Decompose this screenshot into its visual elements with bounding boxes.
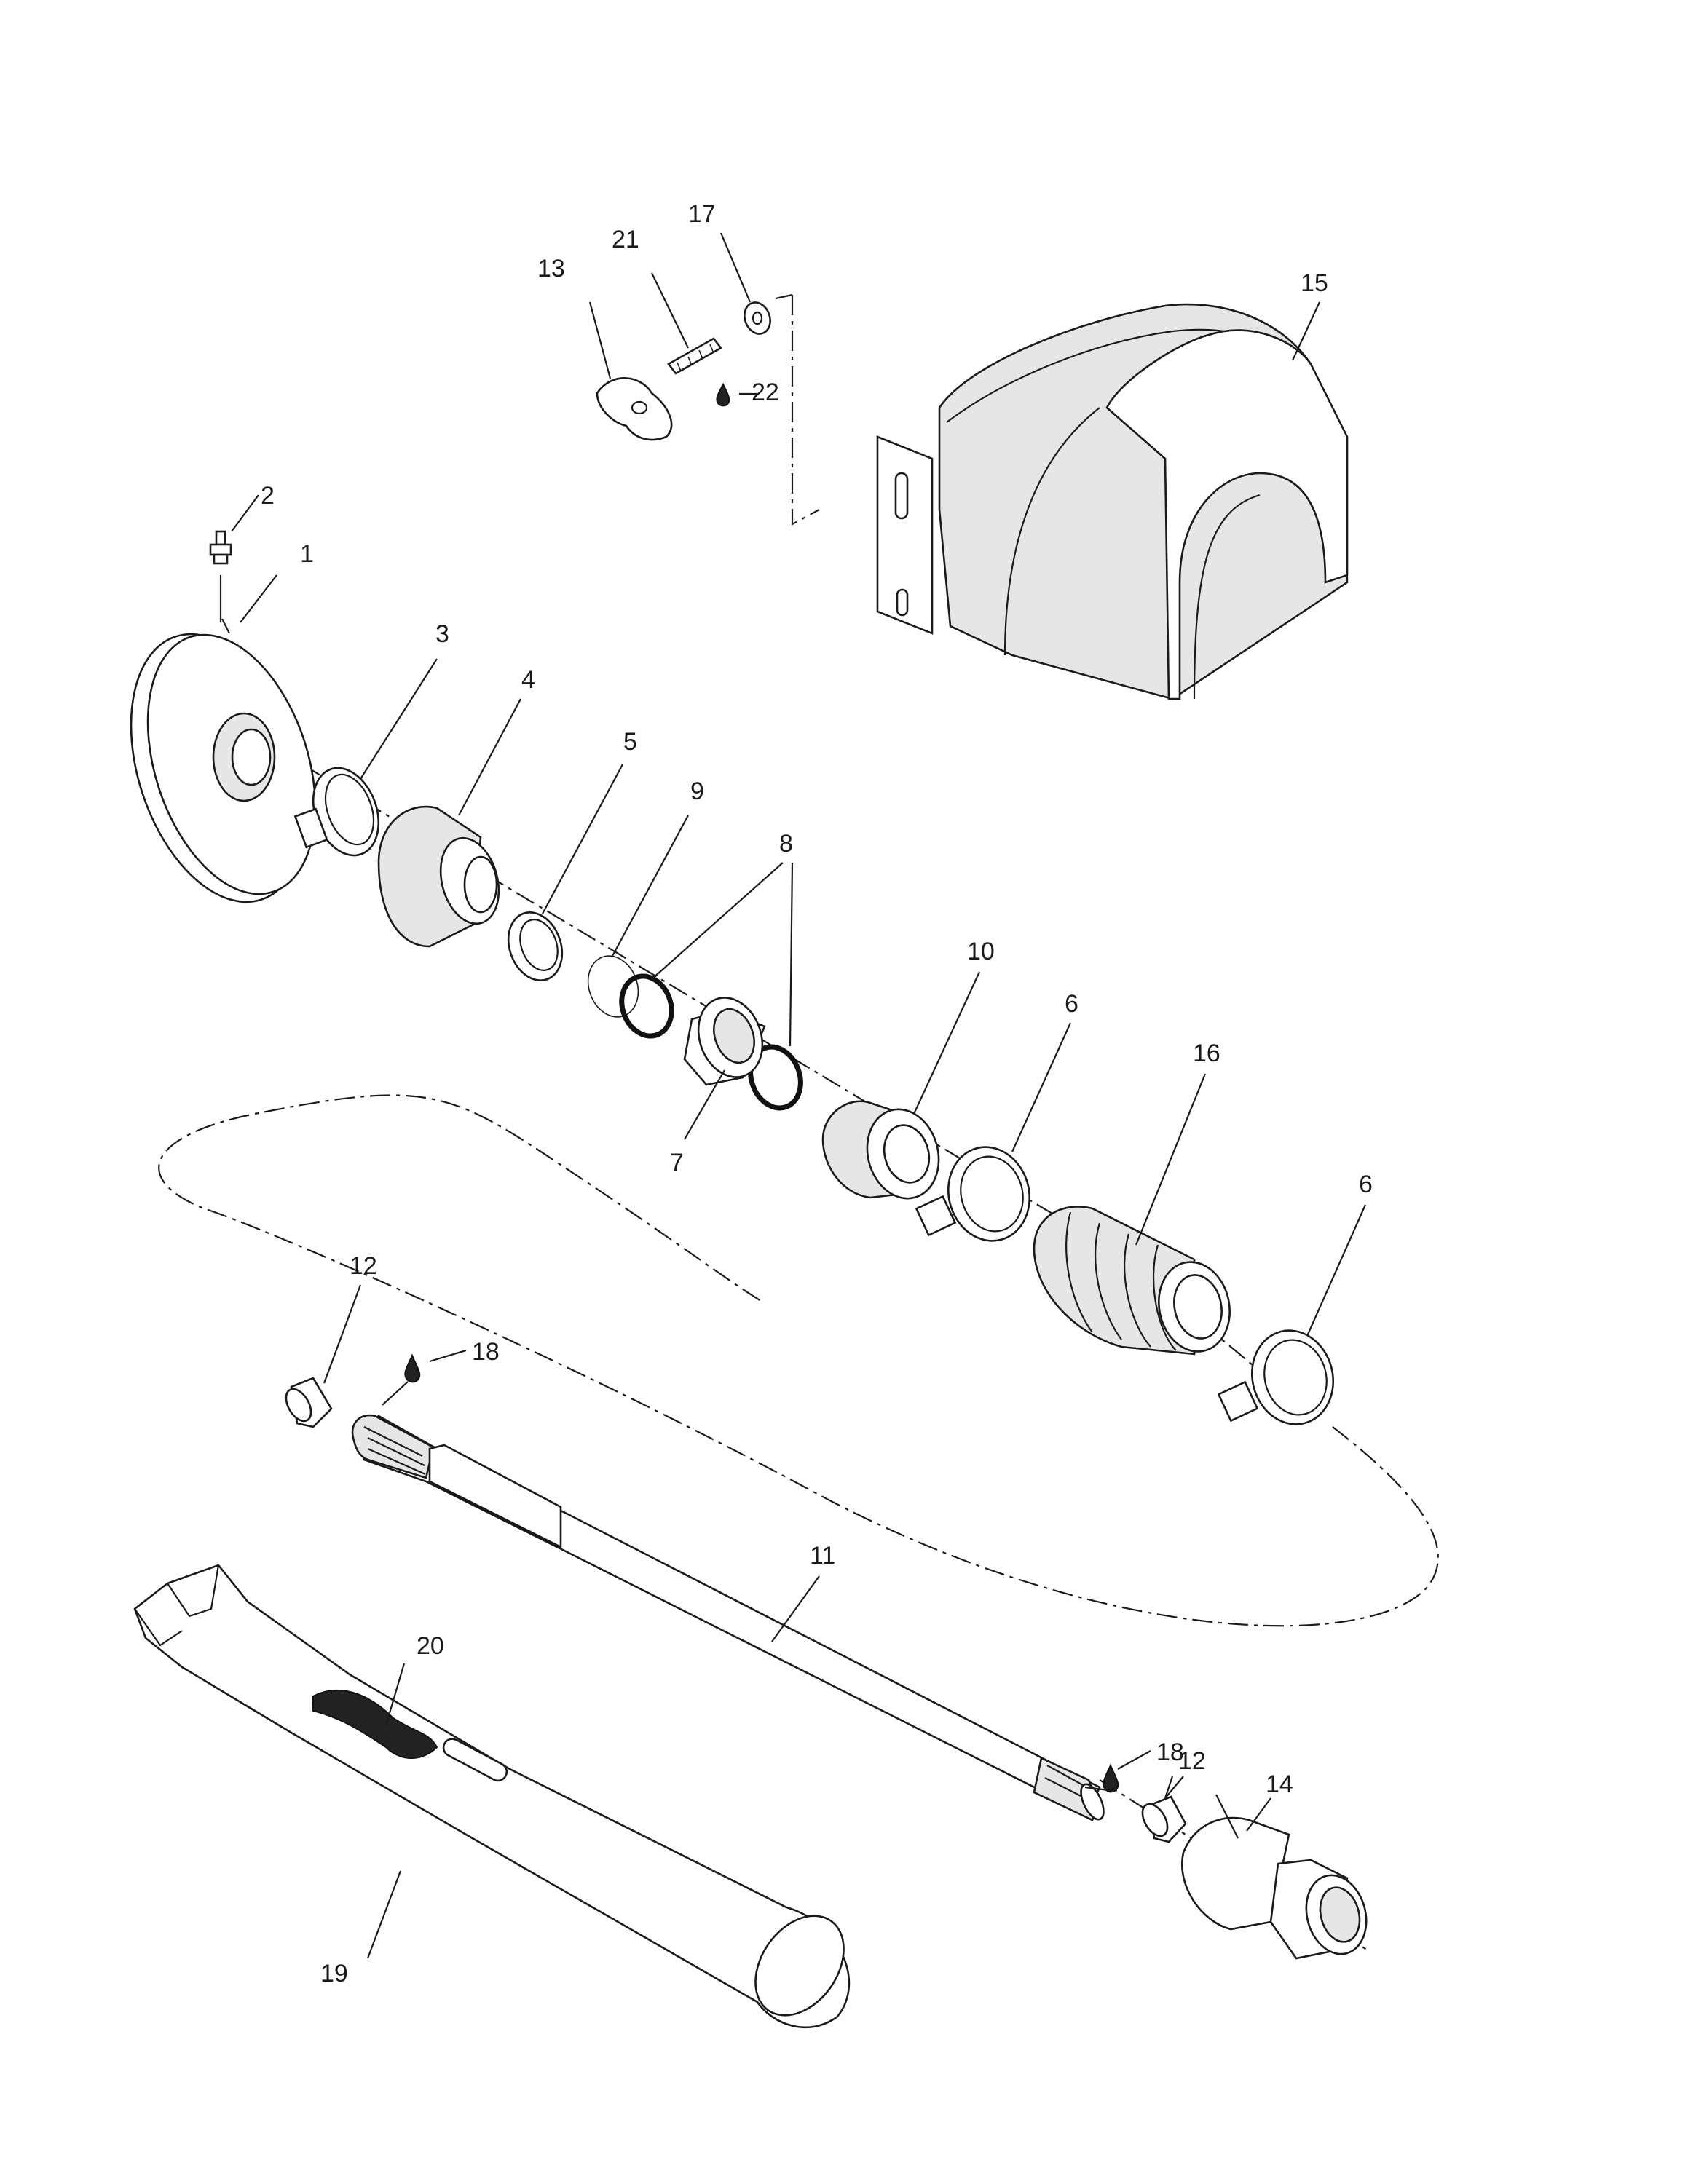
callout-18a: 18 (472, 1338, 500, 1366)
callout-21: 21 (612, 226, 639, 253)
callout-8: 8 (779, 830, 793, 858)
part-1-pulley-disc (130, 633, 317, 903)
callout-9: 9 (690, 778, 704, 805)
part-3-clamp (293, 767, 380, 857)
part-6-hose-clamp-a (915, 1146, 1031, 1242)
part-11-drive-shaft (351, 1414, 1105, 1821)
callout-12a: 12 (350, 1252, 377, 1280)
callout-5: 5 (623, 728, 637, 756)
part-5-small-clamp (507, 911, 564, 981)
part-4-coupling (377, 805, 500, 948)
callout-11: 11 (810, 1542, 835, 1570)
callout-labels: 1 2 3 4 5 6 6 7 8 9 10 11 12 12 13 14 15… (261, 200, 1373, 1987)
callout-14: 14 (1266, 1770, 1293, 1798)
part-17-washer (744, 293, 793, 335)
callout-13: 13 (537, 255, 565, 282)
part-13-wing-nut (596, 377, 673, 441)
part-12-cap-a (285, 1377, 333, 1428)
part-8-o-ring-b (748, 1044, 803, 1111)
callout-15: 15 (1301, 269, 1328, 297)
callout-10: 10 (967, 938, 995, 965)
callout-6a: 6 (1065, 990, 1078, 1018)
callout-1: 1 (300, 540, 314, 568)
callout-3: 3 (435, 620, 449, 648)
callout-4: 4 (521, 666, 535, 694)
part-22-grease-drop (716, 382, 730, 407)
callout-16: 16 (1193, 1040, 1220, 1067)
part-21-stud (667, 337, 722, 375)
part-18-grease-drop-b (1103, 1763, 1119, 1793)
callout-2: 2 (261, 482, 275, 510)
part-16-bellows-boot (1033, 1206, 1231, 1356)
part-9-o-ring (587, 955, 639, 1018)
part-2-grease-fitting (209, 530, 232, 622)
part-14-bearing-housing (1181, 1816, 1368, 1960)
part-19-tool (133, 1564, 851, 2029)
part-18-grease-drop-a (404, 1353, 421, 1383)
leader-lines (231, 232, 1367, 1959)
callout-12b: 12 (1178, 1747, 1206, 1775)
part-8-o-ring-a (619, 973, 674, 1039)
callout-20: 20 (417, 1632, 444, 1660)
part-10-sleeve (821, 1100, 940, 1200)
part-15-cover (876, 303, 1349, 700)
callout-7: 7 (670, 1149, 684, 1176)
callout-19: 19 (320, 1960, 348, 1987)
part-20-grease-patch (312, 1690, 438, 1759)
callout-18b: 18 (1156, 1738, 1184, 1766)
callout-6b: 6 (1359, 1171, 1373, 1198)
part-7-bushing (683, 997, 766, 1086)
callout-22: 22 (752, 379, 779, 406)
callout-17: 17 (688, 200, 716, 228)
part-6-hose-clamp-b (1217, 1329, 1335, 1425)
part-12-cap-b (1141, 1795, 1187, 1843)
